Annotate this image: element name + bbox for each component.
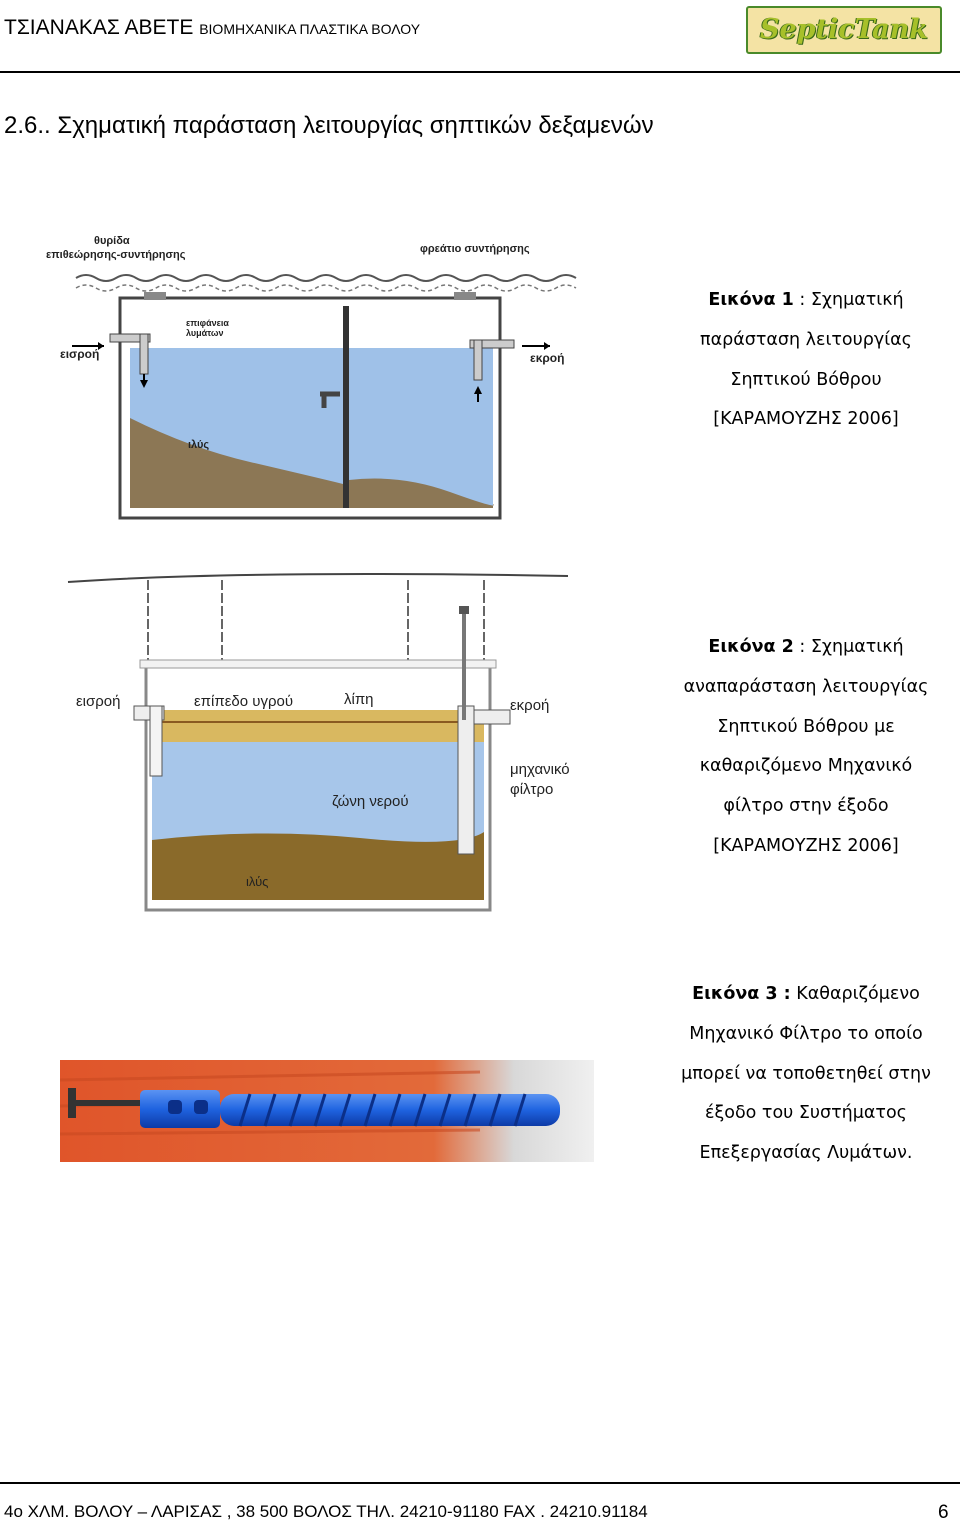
fig2-filter-label: μηχανικό	[510, 761, 570, 778]
fig1-caption-line1: : Σχηματική	[793, 290, 904, 310]
fig1-surface-label-2: λυμάτων	[186, 328, 224, 338]
fig1-sludge-label: ιλύς	[188, 439, 209, 451]
fig2-liquid-level-label: επίπεδο υγρού	[194, 693, 293, 710]
fig2-caption-line4: καθαριζόμενο Μηχανικό	[699, 756, 913, 777]
figure-3-filter-photo	[60, 1060, 594, 1162]
figure-1-diagram: θυρίδα επιθεώρησης-συντήρησης φρεάτιο συ…	[46, 235, 577, 520]
fig2-outlet-label: εκροή	[510, 697, 549, 714]
figure-1-caption: Εικόνα 1 : Σχηματική παράσταση λειτουργί…	[676, 281, 936, 440]
fig2-sludge-label: ιλύς	[246, 874, 268, 889]
fig1-surface-label: επιφάνεια	[186, 318, 229, 328]
septic-tank-logo: SepticTank	[746, 6, 942, 54]
fig3-caption-line1: Καθαριζόμενο	[790, 984, 920, 1004]
fig1-inlet-label: εισροή	[60, 347, 99, 361]
fig1-manhole-label: φρεάτιο συντήρησης	[420, 243, 530, 255]
header-divider	[0, 71, 960, 73]
fig2-filter-label-2: φίλτρο	[510, 781, 553, 798]
fig3-caption-label: Εικόνα 3 :	[692, 984, 791, 1004]
fig2-caption-line1: : Σχηματική	[793, 637, 904, 657]
fig2-caption-line2: αναπαράσταση λειτουργίας	[683, 676, 929, 697]
fig2-caption-label: Εικόνα 2	[708, 637, 794, 657]
fig2-caption-line5: φίλτρο στην έξοδο	[723, 796, 889, 817]
fig1-outlet-label: εκροή	[530, 351, 564, 365]
figure-2-caption: Εικόνα 2 : Σχηματική αναπαράσταση λειτου…	[676, 628, 936, 867]
logo-text: SepticTank	[759, 14, 929, 45]
footer-address: 4ο ΧΛΜ. ΒΟΛΟΥ – ΛΑΡΙΣΑΣ , 38 500 ΒΟΛΟΣ Τ…	[4, 1502, 648, 1521]
footer-divider	[0, 1482, 960, 1484]
fig2-inlet-label: εισροή	[76, 693, 121, 710]
fig1-caption-label: Εικόνα 1	[708, 290, 794, 310]
fig2-grease-label: λίπη	[344, 691, 374, 708]
fig3-caption-line5: Επεξεργασίας Λυμάτων.	[699, 1143, 913, 1164]
company-subtitle: ΒΙΟΜΗΧΑΝΙΚΑ ΠΛΑΣΤΙΚΑ ΒΟΛΟΥ	[199, 21, 421, 37]
fig2-water-zone-label: ζώνη νερού	[332, 793, 409, 810]
fig3-caption-line2: Μηχανικό Φίλτρο το οποίο	[689, 1023, 923, 1044]
company-title: ΤΣΙΑΝΑΚΑΣ ΑΒΕΤΕ	[4, 16, 194, 39]
fig2-caption-line3: Σηπτικού Βόθρου με	[717, 716, 895, 737]
figure-3-caption: Εικόνα 3 : Καθαριζόμενο Μηχανικό Φίλτρο …	[676, 975, 936, 1174]
page-number: 6	[938, 1502, 949, 1523]
fig2-caption-line6: [ΚΑΡΑΜΟΥΖΗΣ 2006]	[713, 835, 899, 856]
fig1-caption-line4: [ΚΑΡΑΜΟΥΖΗΣ 2006]	[713, 409, 899, 430]
fig3-caption-line4: έξοδο του Συστήματος	[705, 1103, 907, 1124]
fig1-caption-line3: Σηπτικού Βόθρου	[730, 369, 882, 390]
section-title: 2.6.. Σχηματική παράσταση λειτουργίας ση…	[4, 112, 654, 139]
fig1-caption-line2: παράσταση λειτουργίας	[700, 329, 912, 350]
fig1-hatch-label-2: επιθεώρησης-συντήρησης	[46, 249, 186, 261]
fig3-caption-line3: μπορεί να τοποθετηθεί στην	[681, 1063, 931, 1084]
figure-2-diagram: εισροή επίπεδο υγρού λίπη εκροή μηχανικό…	[67, 573, 570, 912]
fig1-hatch-label: θυρίδα	[94, 235, 130, 247]
company-name: ΤΣΙΑΝΑΚΑΣ ΑΒΕΤΕ ΒΙΟΜΗΧΑΝΙΚΑ ΠΛΑΣΤΙΚΑ ΒΟΛ…	[4, 16, 420, 40]
